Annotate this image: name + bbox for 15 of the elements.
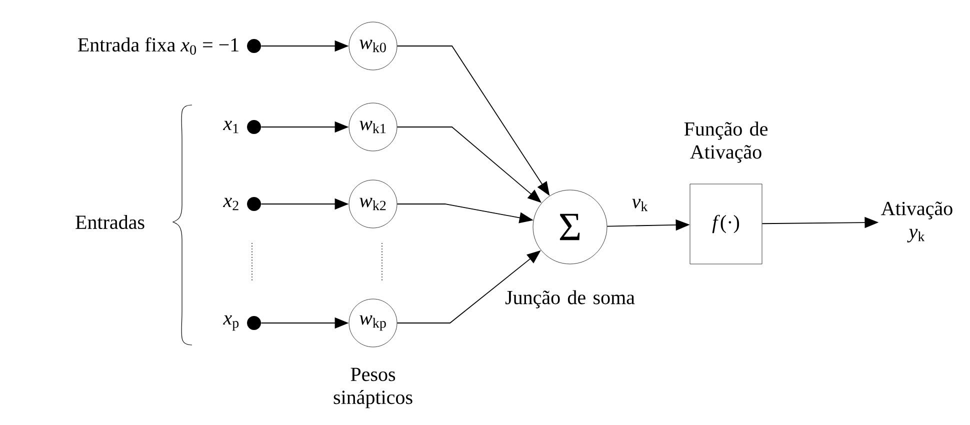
input-label: x$_{2}$ — [222, 198, 238, 210]
node-caption: Junção de soma — [505, 290, 635, 308]
output-label: Ativação y$_{k}$ — [881, 202, 952, 242]
node-caption: Função de Ativação — [684, 122, 768, 163]
input-dot — [247, 197, 261, 211]
input-dot — [247, 316, 261, 330]
input-label: x$_{1}$ — [222, 120, 238, 134]
edge-label: v$_{k}$ — [630, 198, 650, 212]
input-dot — [247, 39, 261, 53]
label: Entradas — [76, 214, 144, 230]
activation-function-box: f(·) — [690, 184, 762, 264]
input-dot — [247, 120, 261, 134]
input-label: x$_{p}$ — [222, 315, 239, 331]
input-label: Entrada fixa x$_{0}$ = −1 — [78, 37, 238, 55]
label: Pesos sinápticos — [334, 368, 412, 408]
